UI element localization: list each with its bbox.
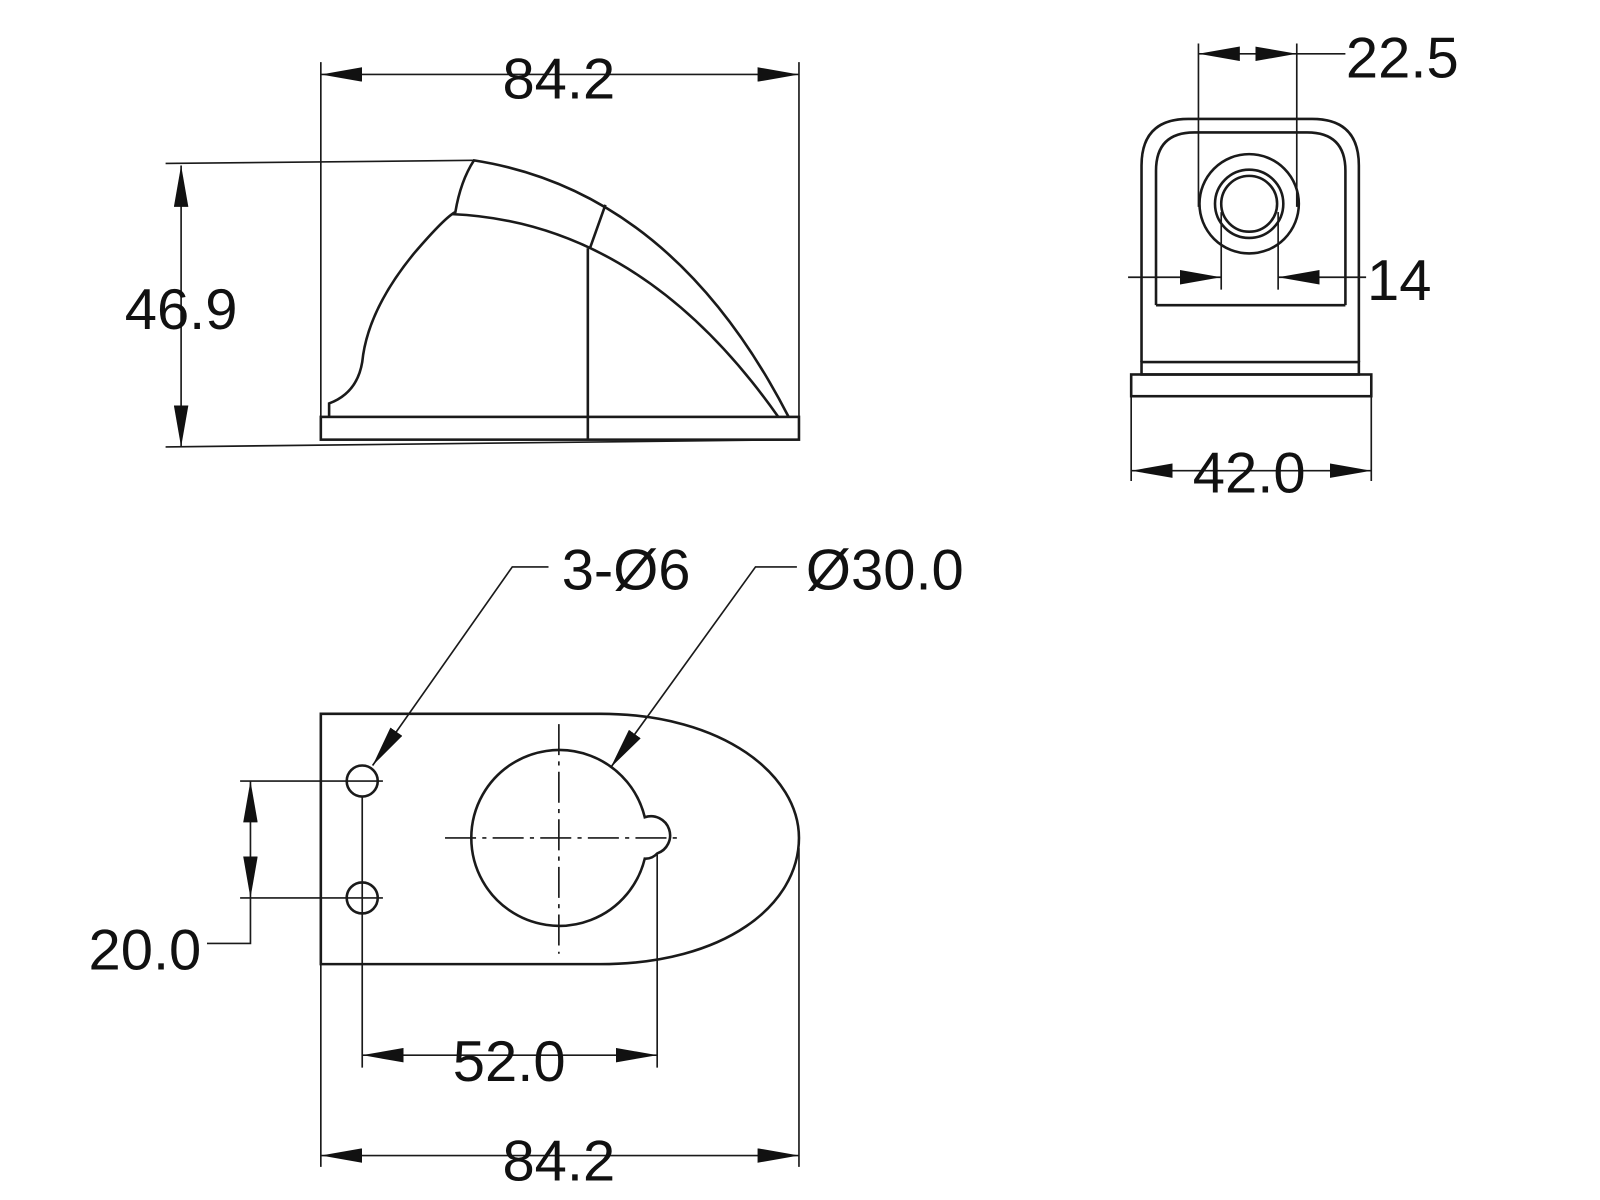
front-band (1140, 360, 1361, 376)
front-mid-ring (1213, 168, 1285, 240)
holes-callout: 3-Ø6 (562, 539, 691, 603)
large-hole-callout: Ø30.0 (806, 539, 964, 603)
hole-spacing-dim: 20.0 (88, 918, 201, 982)
leader-line (206, 897, 252, 945)
side-profile (327, 158, 790, 418)
front-outer-dia-dim: 22.5 (1346, 27, 1459, 91)
top-length-dim: 84.2 (502, 1129, 615, 1193)
center-distance-dim: 52.0 (453, 1030, 566, 1094)
front-inner (1154, 131, 1347, 306)
ext-line (165, 438, 799, 448)
side-height-dim: 46.9 (125, 278, 238, 342)
large-hole-with-key (470, 748, 672, 928)
side-inner-curve (452, 212, 780, 418)
top-view: 3-Ø6 Ø30.0 20.0 52.0 84.2 (88, 539, 963, 1194)
front-width-dim: 42.0 (1193, 441, 1306, 505)
front-inner-ring (1219, 174, 1279, 234)
leader-line (609, 566, 797, 769)
front-outer-ring (1198, 152, 1301, 255)
front-base (1129, 373, 1373, 398)
side-width-dim: 84.2 (502, 47, 615, 111)
side-divider (588, 204, 607, 249)
front-inner-dia-dim: 14 (1367, 249, 1431, 313)
top-outline (319, 712, 801, 966)
ext-line (165, 159, 475, 165)
front-view: 22.5 14 42.0 (1128, 27, 1459, 505)
leader-line (371, 566, 549, 766)
front-outer (1140, 117, 1361, 363)
side-view: 84.2 46.9 (125, 47, 801, 448)
side-base (319, 415, 801, 441)
